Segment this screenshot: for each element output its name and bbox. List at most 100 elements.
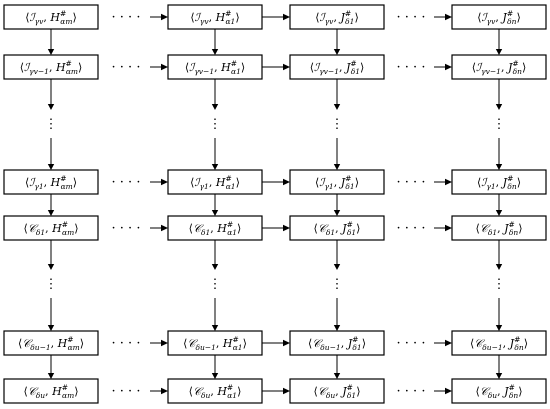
vertical-arrow xyxy=(47,355,55,379)
horizontal-arrow xyxy=(434,224,452,232)
diagram-box: ⟨𝒞δ1, J#δn⟩ xyxy=(451,215,547,241)
box-label: ⟨𝒞δu−1, H#αm⟩ xyxy=(18,335,84,352)
vertical-arrow xyxy=(495,355,503,379)
diagram-box: ⟨𝒞δ1, H#αm⟩ xyxy=(3,215,99,241)
box-label: ⟨ℐγ1, J#δ1⟩ xyxy=(315,174,359,191)
vertical-arrow xyxy=(211,194,219,216)
box-label: ⟨ℐγ1, H#α1⟩ xyxy=(190,174,240,191)
horizontal-ellipsis: · · · · xyxy=(397,60,426,75)
box-label: ⟨ℐγv−1, H#αm⟩ xyxy=(20,59,83,76)
diagram-box: ⟨ℐγv−1, J#δn⟩ xyxy=(451,54,547,80)
horizontal-arrow xyxy=(434,63,452,71)
diagram-box-border xyxy=(451,378,547,404)
diagram-box: ⟨ℐγ1, H#α1⟩ xyxy=(167,169,263,195)
diagram-box: ⟨𝒞δu, J#δn⟩ xyxy=(451,378,547,404)
box-label: ⟨ℐγ1, J#δn⟩ xyxy=(477,174,521,191)
vertical-arrow xyxy=(333,138,341,170)
diagram-box: ⟨𝒞δu, H#αm⟩ xyxy=(3,378,99,404)
vertical-arrow xyxy=(211,79,219,110)
horizontal-arrow xyxy=(262,339,290,347)
box-label: ⟨ℐγ1, H#αm⟩ xyxy=(25,174,77,191)
diagram-box-border xyxy=(289,378,385,404)
vertical-arrow xyxy=(333,29,341,55)
horizontal-ellipsis: · · · · xyxy=(112,60,141,75)
vertical-arrow xyxy=(211,138,219,170)
vertical-arrow xyxy=(495,298,503,331)
diagram-box-border xyxy=(3,378,99,404)
diagram-box: ⟨𝒞δu−1, H#αm⟩ xyxy=(3,330,99,356)
vertical-arrow xyxy=(495,29,503,55)
box-label: ⟨ℐγv, J#δn⟩ xyxy=(477,9,521,26)
horizontal-arrow xyxy=(150,339,168,347)
diagram-box: ⟨ℐγv, H#αm⟩ xyxy=(3,4,99,30)
vertical-ellipsis: ⋮ xyxy=(331,277,344,292)
horizontal-arrow xyxy=(150,387,168,395)
horizontal-ellipsis: · · · · xyxy=(112,221,141,236)
diagram-box: ⟨ℐγv−1, J#δ1⟩ xyxy=(289,54,385,80)
vertical-arrow xyxy=(47,298,55,331)
box-label: ⟨ℐγv, H#α1⟩ xyxy=(190,9,239,26)
horizontal-ellipsis: · · · · xyxy=(112,384,141,399)
horizontal-arrow xyxy=(150,178,168,186)
horizontal-arrow xyxy=(262,63,290,71)
vertical-arrow xyxy=(211,240,219,270)
box-label: ⟨𝒞δ1, H#α1⟩ xyxy=(189,220,242,237)
horizontal-arrow xyxy=(150,13,168,21)
horizontal-arrow xyxy=(262,13,290,21)
vertical-ellipsis: ⋮ xyxy=(209,277,222,292)
vertical-ellipsis: ⋮ xyxy=(45,277,58,292)
box-label: ⟨𝒞δu−1, J#δn⟩ xyxy=(470,335,528,352)
box-label: ⟨ℐγv, J#δ1⟩ xyxy=(315,9,359,26)
box-label: ⟨𝒞δu, H#α1⟩ xyxy=(189,383,242,400)
horizontal-ellipsis: · · · · xyxy=(397,336,426,351)
vertical-ellipsis: ⋮ xyxy=(209,117,222,132)
diagram-box: ⟨ℐγ1, J#δ1⟩ xyxy=(289,169,385,195)
vertical-arrow xyxy=(47,29,55,55)
horizontal-arrow xyxy=(434,387,452,395)
vertical-arrow xyxy=(333,79,341,110)
vertical-arrow xyxy=(333,194,341,216)
diagram-box: ⟨ℐγv−1, H#αm⟩ xyxy=(3,54,99,80)
horizontal-arrow xyxy=(150,63,168,71)
box-label: ⟨𝒞δ1, J#δn⟩ xyxy=(476,220,523,237)
horizontal-ellipsis: · · · · xyxy=(112,10,141,25)
vertical-arrow xyxy=(495,79,503,110)
horizontal-ellipsis: · · · · xyxy=(112,336,141,351)
horizontal-ellipsis: · · · · xyxy=(397,384,426,399)
vertical-arrow xyxy=(47,138,55,170)
diagram-box: ⟨ℐγv, J#δn⟩ xyxy=(451,4,547,30)
diagram-box: ⟨𝒞δu−1, J#δn⟩ xyxy=(451,330,547,356)
vertical-arrow xyxy=(211,355,219,379)
box-label: ⟨ℐγv−1, H#α1⟩ xyxy=(185,59,245,76)
horizontal-arrow xyxy=(150,224,168,232)
diagram-box: ⟨𝒞δu−1, H#α1⟩ xyxy=(167,330,263,356)
diagram-box: ⟨ℐγv, H#α1⟩ xyxy=(167,4,263,30)
box-label: ⟨𝒞δu, J#δn⟩ xyxy=(475,383,522,400)
horizontal-arrow xyxy=(262,224,290,232)
diagram-box: ⟨𝒞δu, H#α1⟩ xyxy=(167,378,263,404)
box-label: ⟨𝒞δu, J#δ1⟩ xyxy=(314,383,361,400)
box-label: ⟨𝒞δ1, H#αm⟩ xyxy=(24,220,79,237)
horizontal-arrow xyxy=(262,387,290,395)
vertical-ellipsis: ⋮ xyxy=(493,277,506,292)
horizontal-arrow xyxy=(262,178,290,186)
vertical-arrow xyxy=(211,298,219,331)
vertical-arrow xyxy=(495,240,503,270)
vertical-ellipsis: ⋮ xyxy=(493,117,506,132)
box-label: ⟨ℐγv, H#αm⟩ xyxy=(25,9,77,26)
vertical-arrow xyxy=(47,240,55,270)
box-label: ⟨ℐγv−1, J#δn⟩ xyxy=(472,59,527,76)
diagram-box: ⟨ℐγ1, H#αm⟩ xyxy=(3,169,99,195)
diagram-box-border xyxy=(3,330,99,356)
vertical-arrow xyxy=(47,79,55,110)
box-label: ⟨𝒞δ1, J#δ1⟩ xyxy=(314,220,361,237)
horizontal-arrow xyxy=(434,13,452,21)
diagram-box: ⟨𝒞δ1, H#α1⟩ xyxy=(167,215,263,241)
diagram-box: ⟨𝒞δ1, J#δ1⟩ xyxy=(289,215,385,241)
diagram-box-border xyxy=(3,215,99,241)
diagram-box-border xyxy=(3,4,99,30)
horizontal-arrow xyxy=(434,339,452,347)
vertical-ellipsis: ⋮ xyxy=(45,117,58,132)
vertical-arrow xyxy=(333,298,341,331)
